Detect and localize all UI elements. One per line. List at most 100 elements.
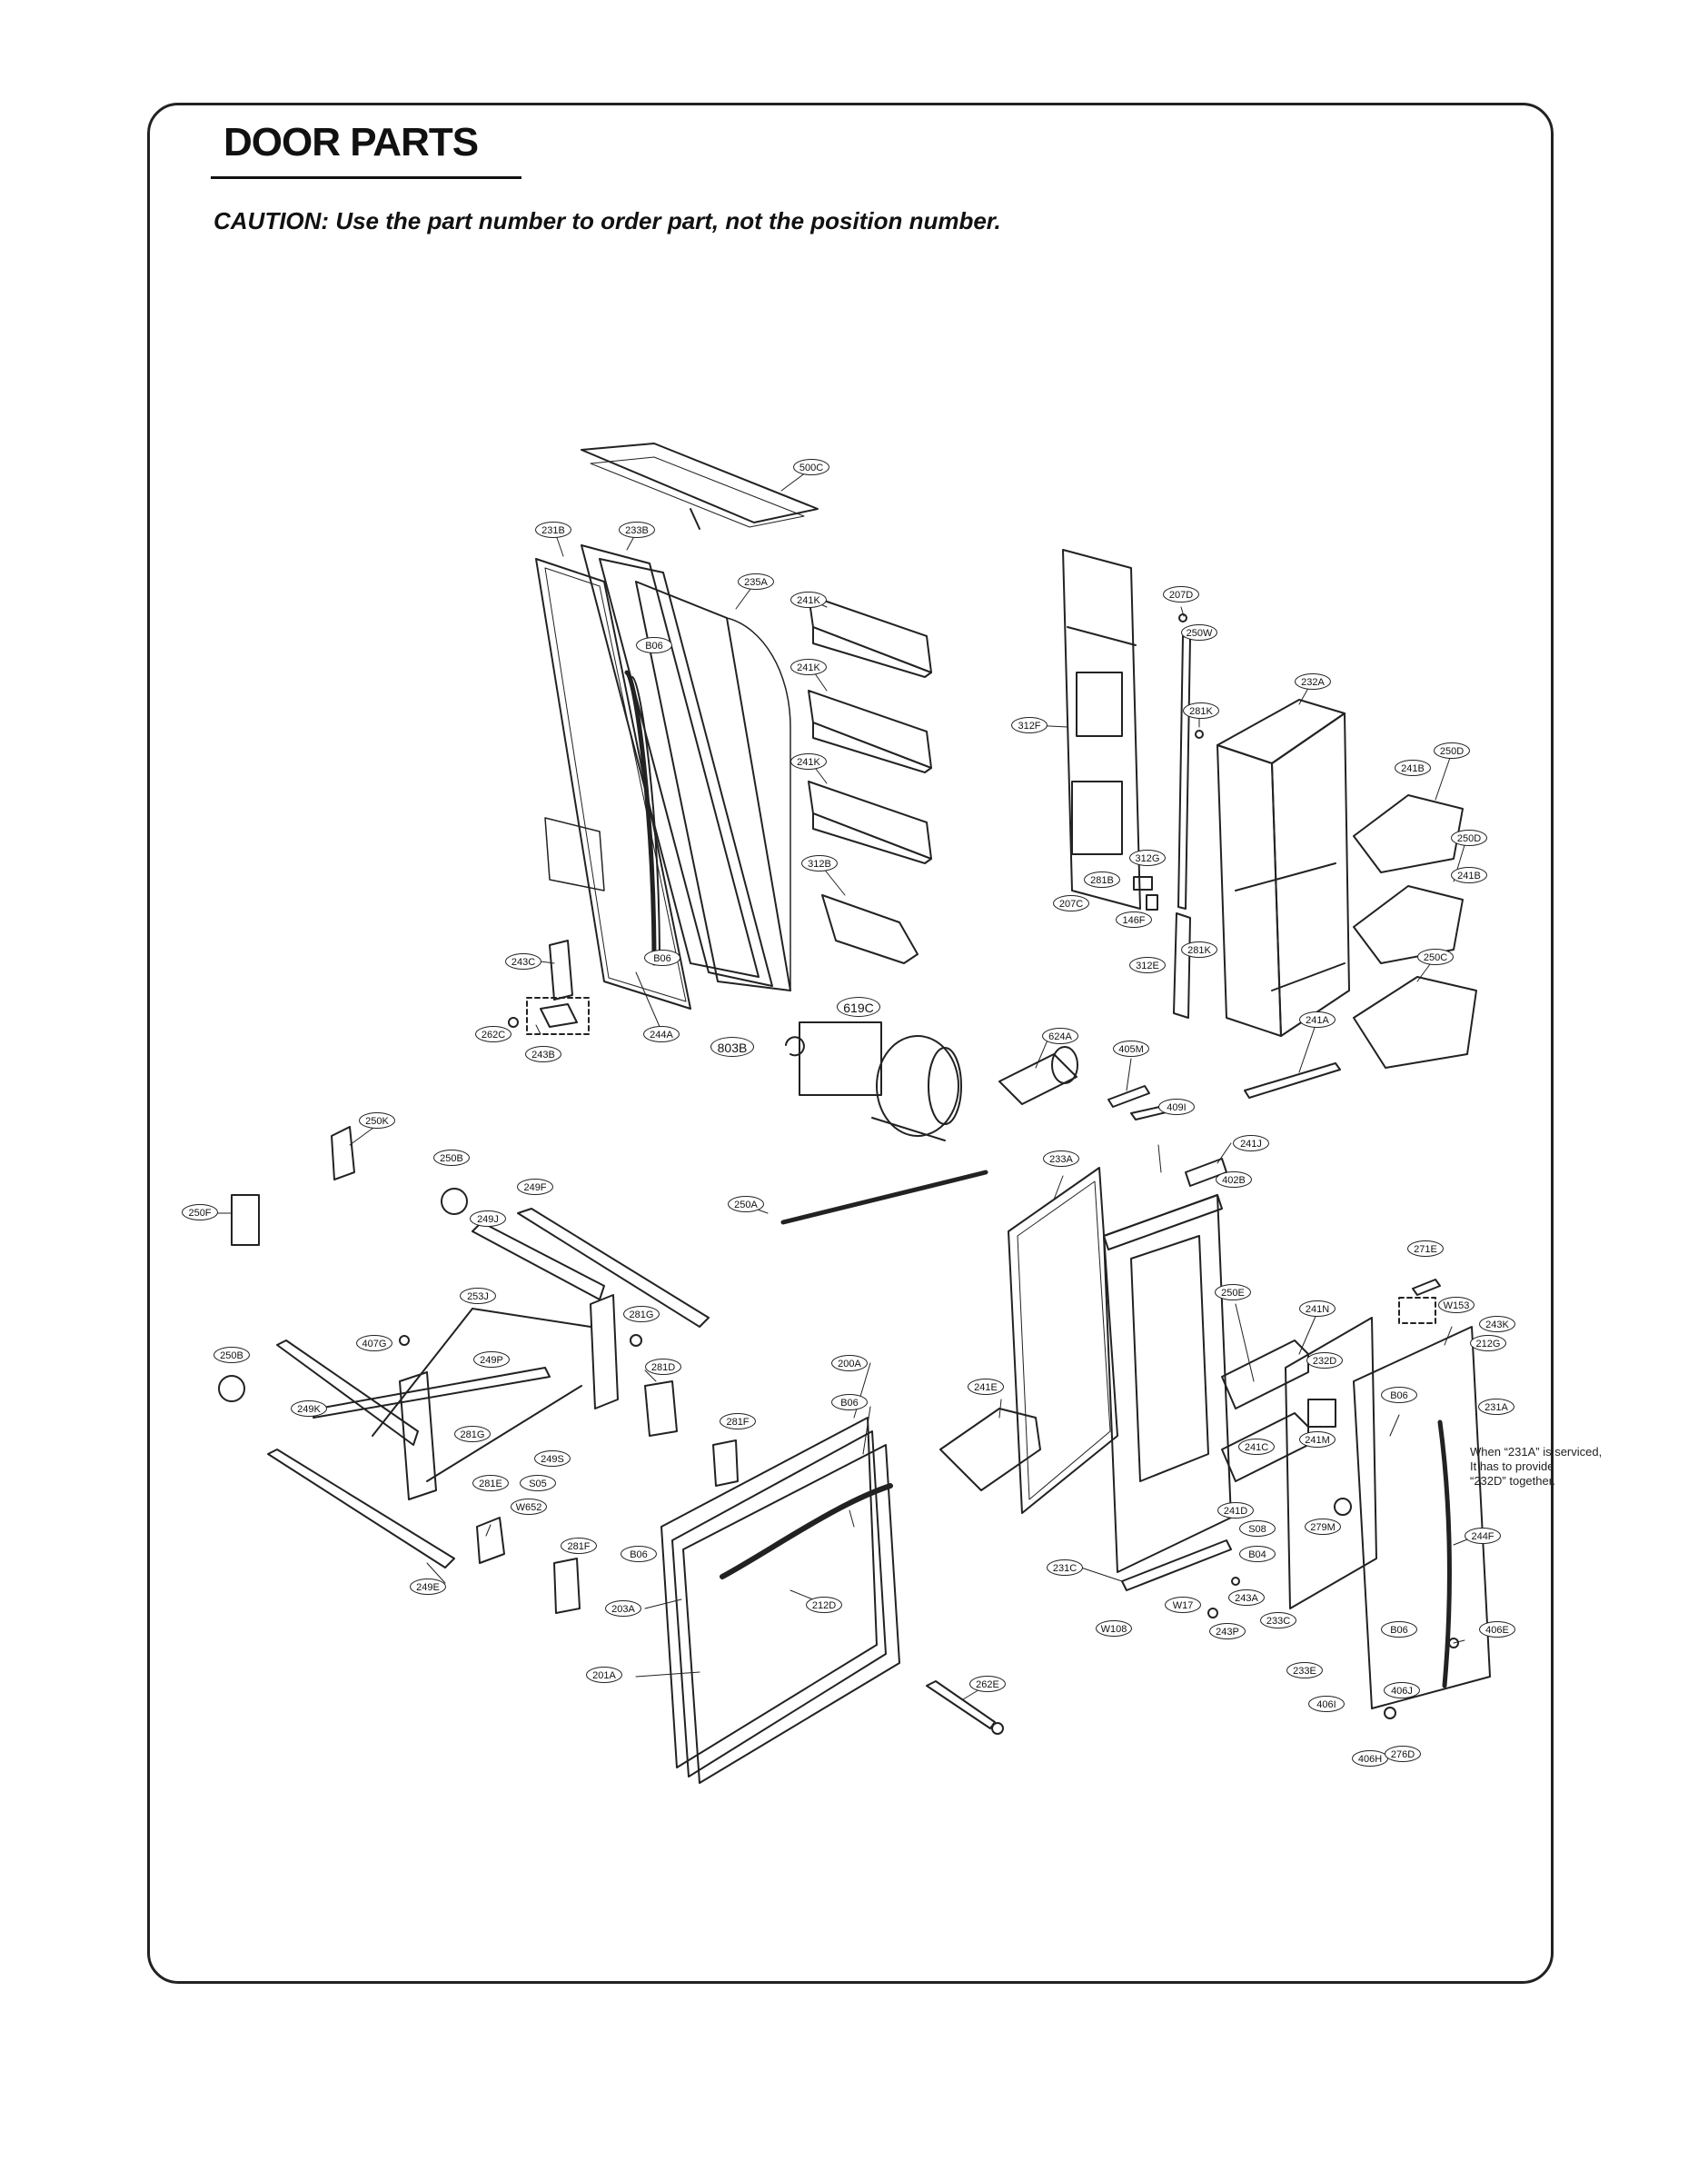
callout-312g: 312G [1129, 850, 1166, 866]
callout-243a: 243A [1228, 1589, 1265, 1606]
screw-407g [399, 1335, 410, 1346]
callout-250k: 250K [359, 1112, 395, 1129]
callout-279m: 279M [1305, 1519, 1341, 1535]
callout-243p: 243P [1209, 1623, 1246, 1639]
top-cap-part [581, 443, 819, 530]
callout-b06-1: B06 [636, 637, 672, 653]
screw-243p [1207, 1608, 1218, 1618]
callout-b06-5: B06 [1381, 1387, 1417, 1403]
panel-281e [476, 1517, 505, 1564]
callout-281d: 281D [645, 1359, 681, 1375]
callout-241b-2: 241B [1451, 867, 1487, 883]
callout-232a: 232A [1295, 673, 1331, 690]
callout-803b: 803B [710, 1037, 754, 1057]
callout-262c: 262C [475, 1026, 511, 1042]
callout-207d: 207D [1163, 586, 1199, 603]
callout-281g-2: 281G [454, 1426, 491, 1442]
cover-232d [1307, 1399, 1336, 1428]
callout-241n: 241N [1299, 1300, 1336, 1317]
callout-250c: 250C [1417, 949, 1454, 965]
callout-241c: 241C [1238, 1439, 1275, 1455]
left-hinge-parts [508, 940, 590, 1035]
callout-406e: 406E [1479, 1621, 1515, 1638]
callout-409i: 409I [1158, 1099, 1195, 1115]
callout-281k-2: 281K [1181, 941, 1217, 958]
panel-281f-left [553, 1558, 581, 1614]
callout-281b: 281B [1084, 871, 1120, 888]
callout-619c: 619C [837, 997, 880, 1017]
callout-281g-1: 281G [623, 1306, 660, 1322]
callout-250e: 250E [1215, 1284, 1251, 1300]
part-406j [1384, 1707, 1396, 1719]
callout-s08: S08 [1239, 1520, 1276, 1537]
hinge-box-w153 [1398, 1297, 1436, 1324]
callout-241k-2: 241K [790, 659, 827, 675]
callout-249e: 249E [410, 1578, 446, 1595]
callout-235a: 235A [738, 573, 774, 590]
service-note-line: When “231A” is serviced, [1470, 1445, 1603, 1459]
callout-312e: 312E [1129, 957, 1166, 973]
callout-281e: 281E [472, 1475, 509, 1491]
callout-312f: 312F [1011, 717, 1048, 733]
rail-243a [1121, 1539, 1232, 1591]
callout-250w: 250W [1181, 624, 1217, 641]
callout-231b: 231B [535, 522, 571, 538]
callout-207c: 207C [1053, 895, 1089, 911]
callout-241a: 241A [1299, 1011, 1336, 1028]
callout-250a: 250A [728, 1196, 764, 1212]
caution-text: CAUTION: Use the part number to order pa… [214, 207, 1001, 234]
callout-271e: 271E [1407, 1240, 1444, 1257]
rod-405m [1107, 1085, 1150, 1108]
callout-241d: 241D [1217, 1502, 1254, 1519]
callout-406i: 406I [1308, 1696, 1345, 1712]
left-door-liners [581, 544, 791, 991]
callout-250b-2: 250B [214, 1347, 250, 1363]
callout-249p: 249P [473, 1351, 510, 1368]
callout-w17: W17 [1165, 1597, 1201, 1613]
rail-249e [267, 1449, 455, 1569]
callout-312b: 312B [801, 855, 838, 871]
right-door-inner-frame [1062, 549, 1141, 910]
dispenser-housing [1216, 699, 1350, 1037]
callout-253j: 253J [460, 1288, 496, 1304]
callout-232d: 232D [1306, 1352, 1343, 1369]
callout-249s: 249S [534, 1450, 571, 1467]
callout-w153: W153 [1438, 1297, 1475, 1313]
water-valve-assembly [785, 1021, 962, 1141]
callout-249f: 249F [517, 1179, 553, 1195]
callout-250b-1: 250B [433, 1150, 470, 1166]
inner-frame-233c [1285, 1317, 1377, 1609]
panel-312e [1173, 912, 1191, 1019]
callout-243k: 243K [1479, 1316, 1515, 1332]
service-note: When “231A” is serviced, It has to provi… [1470, 1445, 1602, 1489]
part-250k [331, 1126, 355, 1180]
right-door-liner [1103, 1194, 1232, 1573]
service-note-line: It has to provide [1470, 1459, 1554, 1473]
bracket-281b [1133, 876, 1153, 891]
right-door-outer-panel [1353, 1326, 1491, 1709]
callout-231c: 231C [1047, 1559, 1083, 1576]
callout-241k-1: 241K [790, 592, 827, 608]
callout-b06-2: B06 [644, 950, 680, 966]
callout-249k: 249K [291, 1400, 327, 1417]
callout-233c: 233C [1260, 1612, 1296, 1628]
panel-281d [644, 1380, 678, 1437]
callout-231a: 231A [1478, 1399, 1514, 1415]
part-279m [1334, 1498, 1352, 1516]
title-underline [211, 176, 521, 179]
rail-249f [517, 1208, 710, 1328]
callout-262e: 262E [969, 1676, 1006, 1692]
callout-624a: 624A [1042, 1028, 1078, 1044]
page-frame [147, 103, 1554, 1984]
callout-249j: 249J [470, 1210, 506, 1227]
screw-281g [630, 1334, 642, 1347]
callout-146f: 146F [1116, 911, 1152, 928]
screw-b04 [1231, 1577, 1240, 1586]
callout-241b-1: 241B [1395, 760, 1431, 776]
strip-241a [1244, 1062, 1341, 1099]
callout-233b: 233B [619, 522, 655, 538]
bracket-312b [821, 894, 919, 964]
callout-241k-3: 241K [790, 753, 827, 770]
wrench-tool-262e [926, 1680, 1004, 1735]
callout-250d-2: 250D [1451, 830, 1487, 846]
